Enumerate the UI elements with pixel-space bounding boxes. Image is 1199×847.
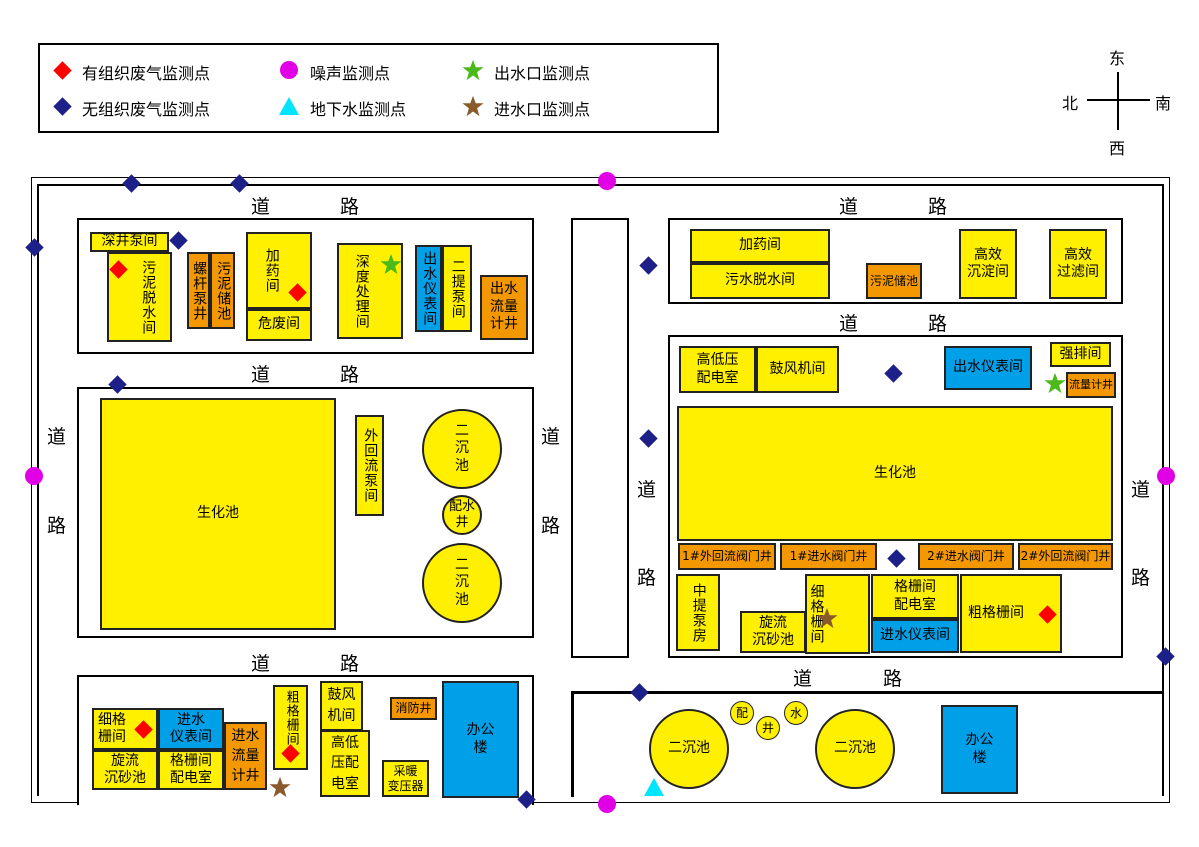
road-label: 路 [883,668,903,690]
road-label: 道 [839,196,859,218]
road-label: 路 [340,653,360,675]
inlet-star-icon [269,776,291,798]
road-label: 道 [251,196,271,218]
groundwater-triangle-icon [644,778,664,796]
office-building: 办公 楼 [941,705,1018,794]
building: 危废间 [246,309,312,341]
legend [38,43,719,133]
compass-west: 西 [1109,139,1126,158]
road-label: 路 [637,567,657,589]
outlet-star-icon [1044,372,1066,394]
road-label: 路 [340,196,360,218]
valve-well: 1#进水阀门井 [780,543,877,570]
building: 高效 沉淀间 [959,229,1017,299]
road-label: 道 [637,479,657,501]
road-label: 道 [251,653,271,675]
building: 高低 压配 电室 [320,730,370,797]
legend-unorganized-gas: 无组织废气监测点 [82,100,211,119]
inlet-star-icon [462,95,484,117]
building: 高低压 配电室 [679,346,756,393]
road-label: 路 [340,364,360,386]
legend-inlet: 进水口监测点 [494,100,591,119]
road-label: 道 [1131,479,1151,501]
well: 污泥储池 [210,252,235,329]
instrument-room: 出水仪表间 [415,245,442,332]
distribution-well-part: 水 [784,701,808,725]
road-label: 路 [928,313,948,335]
building: 细格栅间 [805,574,870,654]
building: 旋流 沉砂池 [92,750,158,790]
noise-marker-icon [598,795,616,813]
distribution-well-part: 井 [756,716,780,740]
building: 格栅间 配电室 [158,750,224,790]
building: 二提泵间 [442,245,472,332]
instrument-room: 出水仪表间 [944,346,1032,390]
instrument-room: 进水 仪表间 [158,708,224,750]
compass-south: 南 [1155,94,1172,113]
well: 流量计井 [1066,372,1116,398]
legend-outlet: 出水口监测点 [494,64,591,83]
road-label: 路 [47,515,67,537]
legend-organized-gas: 有组织废气监测点 [82,64,211,83]
well: 出水 流量 计井 [480,275,528,340]
building: 鼓风 机间 [320,681,363,731]
well: 消防井 [390,697,437,720]
clarifier: 二 沉 池 [422,409,502,489]
building: 高效 过滤间 [1049,229,1107,299]
clarifier: 二沉池 [815,709,895,789]
building: 外回流泵间 [355,415,384,516]
road-label: 道 [251,364,271,386]
building: 污水脱水间 [690,263,830,299]
road-label: 道 [541,426,561,448]
building: 格栅间 配电室 [871,574,959,619]
outlet-star-icon [380,253,402,275]
building: 旋流 沉砂池 [740,611,806,653]
building: 加药间 [246,232,312,309]
legend-groundwater: 地下水监测点 [310,100,407,119]
road-label: 路 [928,196,948,218]
outlet-star-icon [462,59,484,81]
road-label: 路 [1131,567,1151,589]
noise-marker-icon [280,61,298,79]
valve-well: 2#外回流阀门井 [1018,543,1113,570]
building: 采暖 变压器 [382,760,429,797]
valve-well: 2#进水阀门井 [918,543,1014,570]
building: 深井泵间 [90,232,169,252]
distribution-well: 配水 井 [442,495,482,535]
block-right-bottom-edge [571,691,1164,694]
well: 污泥储池 [866,263,922,299]
road-label: 道 [47,426,67,448]
inlet-star-icon [816,607,838,629]
clarifier: 二沉池 [649,709,729,789]
road-label: 道 [793,668,813,690]
noise-marker-icon [1157,467,1175,485]
compass-north: 北 [1062,94,1079,113]
well: 进水 流量 计井 [224,722,267,790]
noise-marker-icon [25,467,43,485]
instrument-room: 进水仪表间 [871,619,959,653]
legend-noise: 噪声监测点 [310,64,391,83]
clarifier: 二 沉 池 [422,543,502,623]
distribution-well-part: 配 [730,701,754,725]
office-building: 办公 楼 [442,681,519,798]
building: 强排间 [1050,342,1111,367]
compass-line [1087,99,1150,101]
road-label: 道 [839,313,859,335]
compass-east: 东 [1109,49,1126,68]
building: 生化池 [677,406,1113,541]
building: 加药间 [690,229,830,263]
building: 生化池 [100,398,336,630]
building: 鼓风机间 [756,346,839,393]
valve-well: 1#外回流阀门井 [678,543,776,570]
building: 污泥脱水间 [107,252,172,342]
block-right-bottom-edge [571,691,574,797]
middle-strip [571,218,629,658]
road-label: 路 [541,515,561,537]
groundwater-triangle-icon [279,97,299,115]
well: 螺杆泵井 [187,252,210,329]
compass-line [1117,72,1119,130]
noise-marker-icon [598,172,616,190]
building: 中提泵房 [676,574,720,651]
